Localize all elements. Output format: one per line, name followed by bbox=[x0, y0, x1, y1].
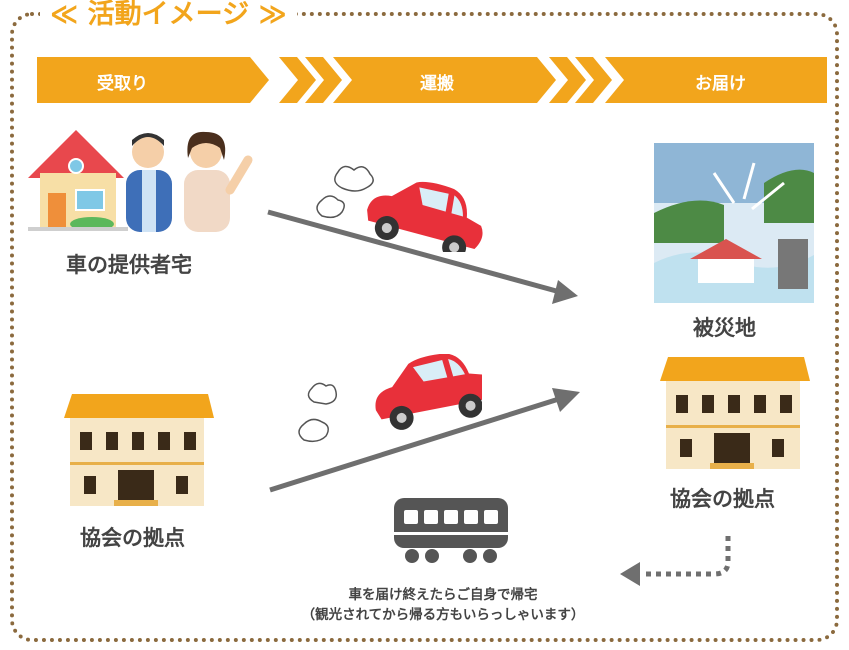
flow-banner: 受取り 運搬 お届け bbox=[37, 57, 827, 103]
page-title: ≪ 活動イメージ ≫ bbox=[40, 0, 297, 32]
smoke-icon bbox=[316, 165, 374, 219]
flow-step-receive: 受取り bbox=[97, 74, 148, 94]
provider-home-label: 車の提供者宅 bbox=[66, 253, 192, 277]
return-note-line2: （観光されてから帰る方もいらっしゃいます） bbox=[301, 607, 585, 623]
house-icon bbox=[28, 130, 128, 231]
return-arrow bbox=[620, 536, 731, 586]
car-icon-2 bbox=[298, 354, 482, 443]
flow-step-deliver: お届け bbox=[695, 74, 746, 94]
flow-arrows bbox=[37, 57, 827, 103]
car-icon bbox=[316, 165, 483, 252]
arrow-to-base bbox=[269, 388, 580, 493]
arrow-to-disaster bbox=[267, 209, 578, 304]
activity-frame: ≪ 活動イメージ ≫ bbox=[10, 0, 839, 642]
building-icon bbox=[64, 394, 214, 506]
return-note-line1: 車を届け終えたらご自身で帰宅 bbox=[348, 587, 538, 603]
family-icon bbox=[126, 131, 253, 232]
disaster-flood-icon bbox=[654, 143, 814, 303]
train-icon bbox=[394, 498, 508, 563]
return-note: 車を届け終えたらご自身で帰宅 （観光されてから帰る方もいらっしゃいます） bbox=[233, 585, 653, 625]
flow-step-transport: 運搬 bbox=[420, 74, 454, 94]
smoke-icon-2 bbox=[298, 382, 338, 443]
association-base-right-label: 協会の拠点 bbox=[670, 487, 775, 511]
building-icon-right bbox=[660, 357, 810, 469]
disaster-area-label: 被災地 bbox=[693, 316, 756, 340]
association-base-left-label: 協会の拠点 bbox=[80, 526, 185, 550]
